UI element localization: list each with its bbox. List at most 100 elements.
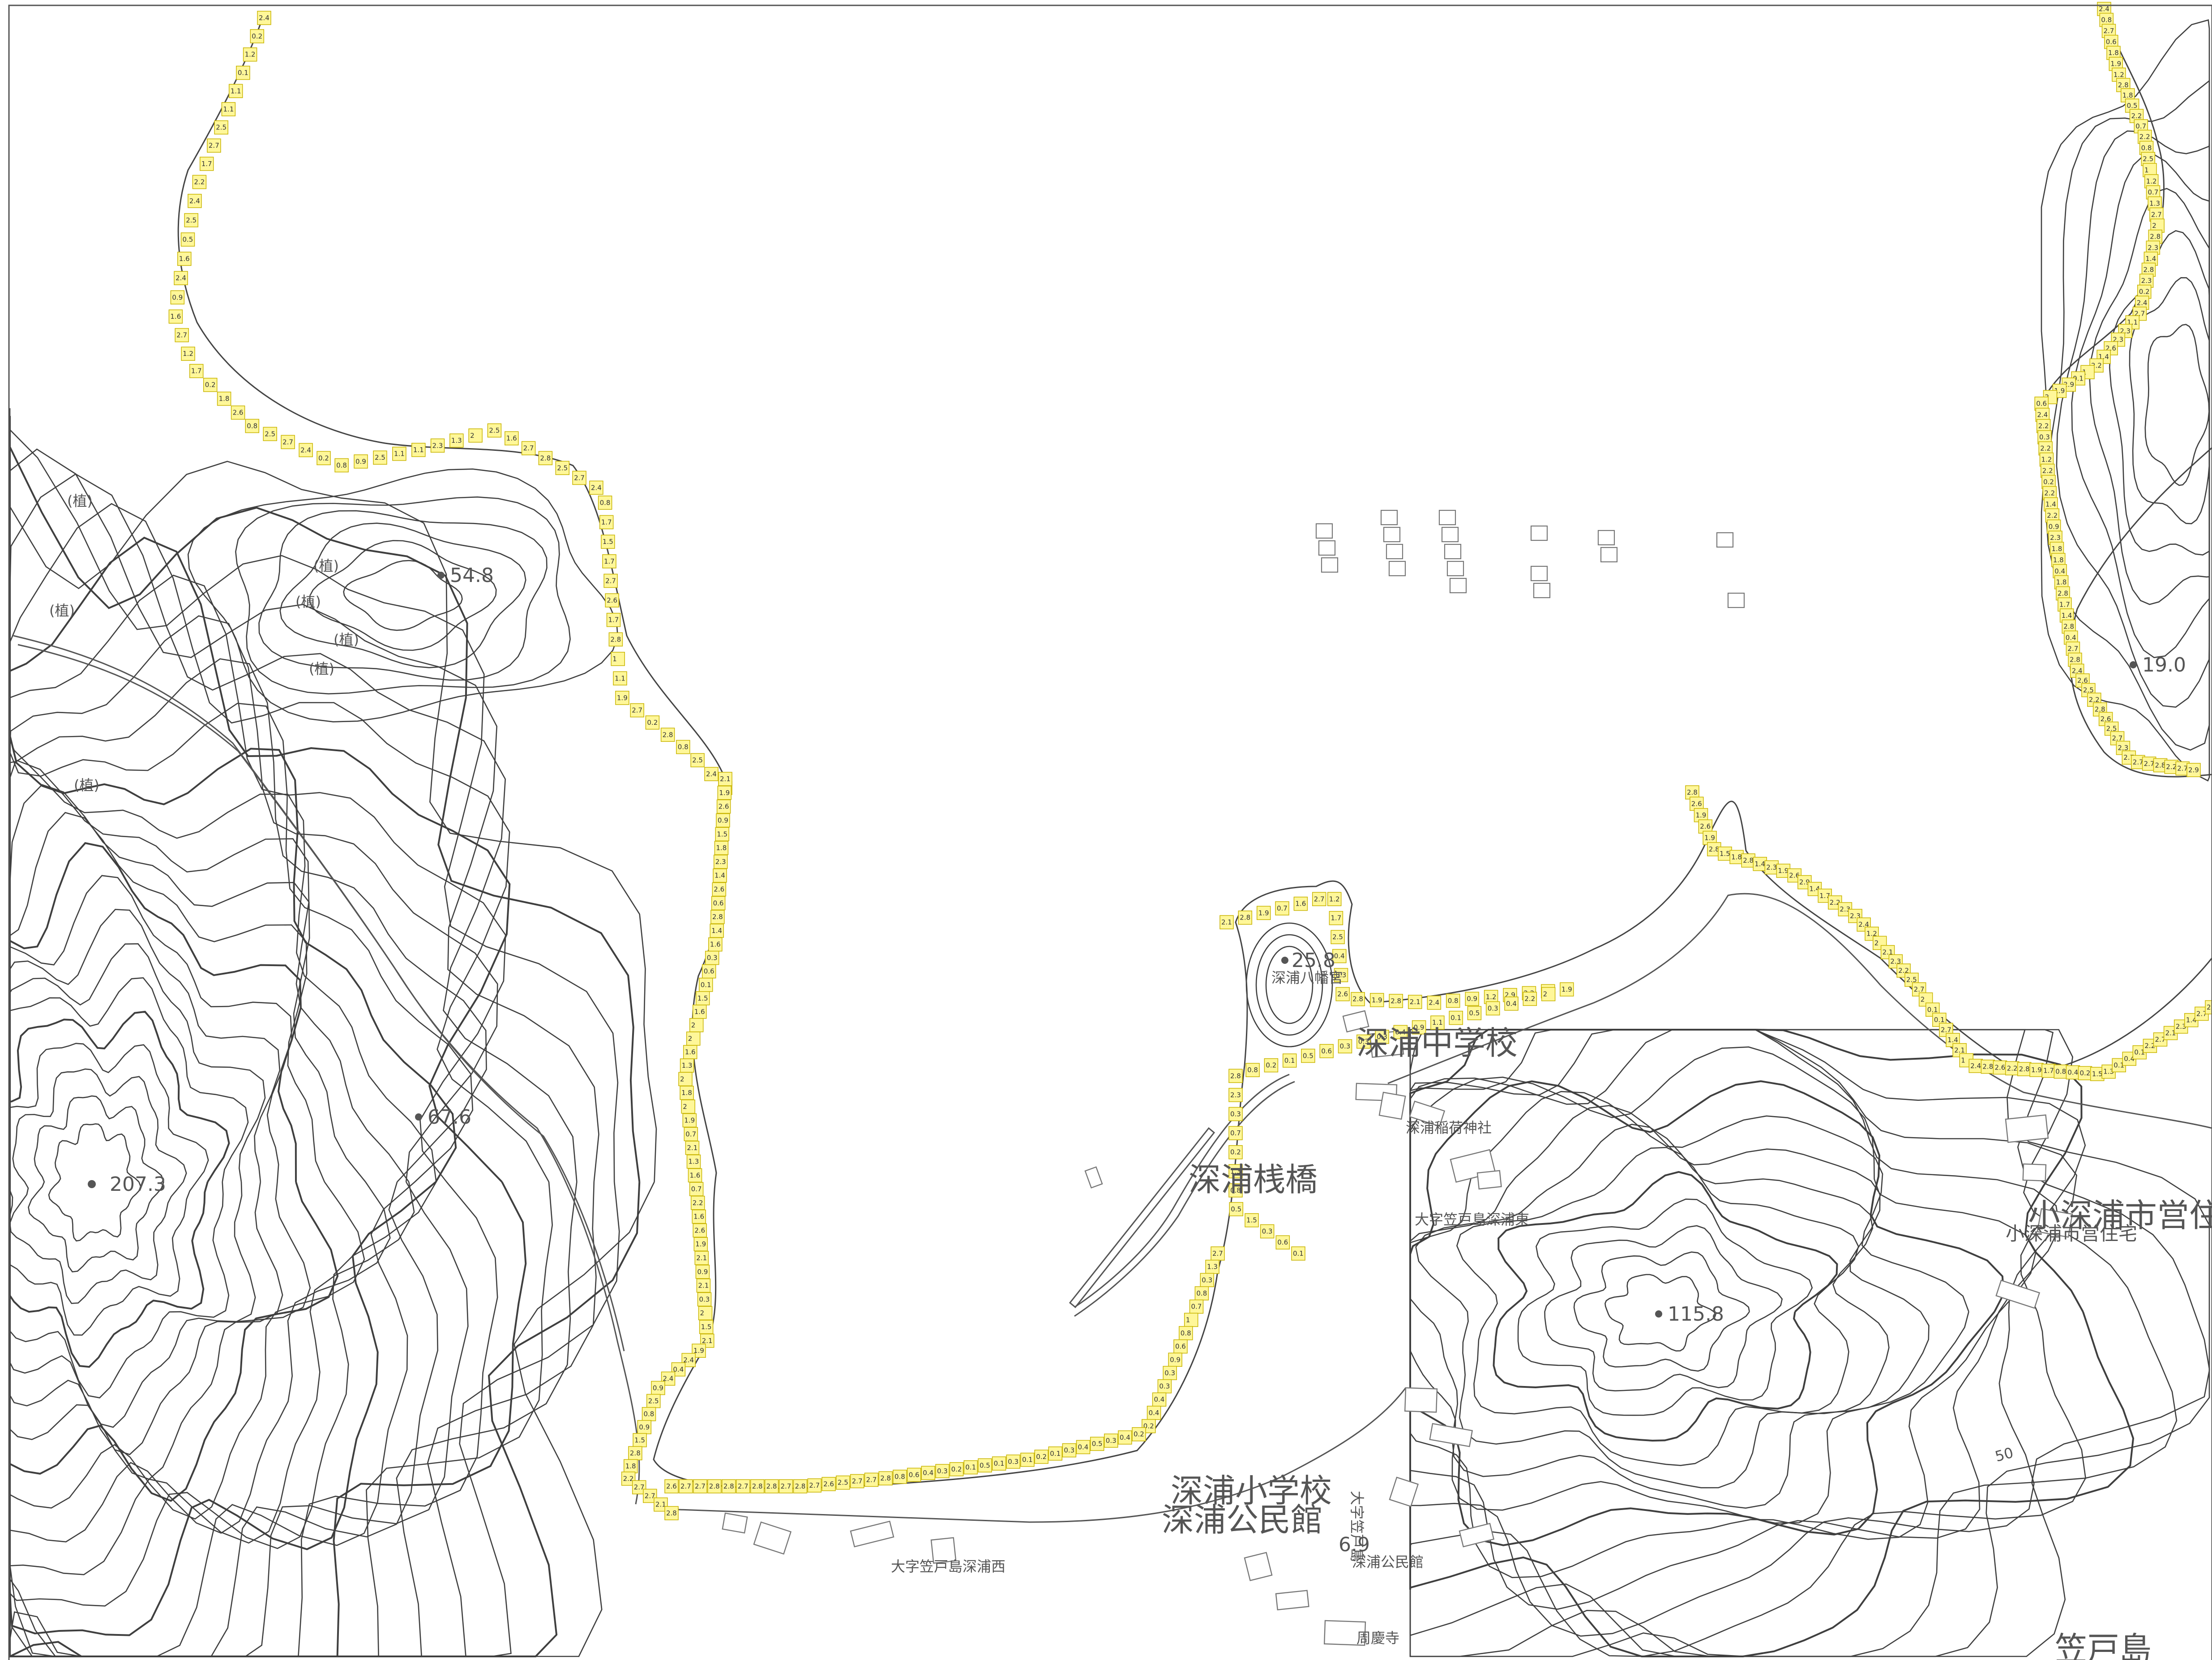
- label-fukaura-inari-shrine: 深浦稲荷神社: [1406, 1119, 1492, 1136]
- depth-value: 1.8: [681, 1089, 692, 1097]
- depth-value: 0.1: [2114, 1061, 2124, 1069]
- depth-cell: 0.5: [978, 1458, 992, 1473]
- contour-lines: [9, 19, 2210, 1658]
- depth-cell: 0.6: [1173, 1339, 1188, 1354]
- depth-value: 2.7: [2133, 758, 2144, 766]
- depth-value: 2.8: [709, 1482, 720, 1490]
- depth-cell: 1.6: [177, 252, 192, 266]
- depth-cell: 0.4: [1393, 1025, 1408, 1040]
- depth-value: 2.7: [1212, 1249, 1223, 1258]
- depth-cell: 1.8: [714, 841, 729, 855]
- depth-value: 2.2: [2089, 696, 2100, 704]
- depth-cell: 0.6: [711, 896, 726, 911]
- depth-cell: 2.7: [2175, 761, 2190, 776]
- depth-value: 0.2: [318, 454, 329, 462]
- depth-value: 2.5: [1906, 976, 1917, 984]
- depth-value: 2.3: [432, 441, 443, 449]
- depth-cell: 1.1: [392, 446, 406, 461]
- depth-cell: 0.6: [907, 1467, 921, 1482]
- depth-value: 0.8: [1448, 997, 1459, 1005]
- depth-value: 2.5: [692, 756, 703, 764]
- depth-cell: 0.9: [1465, 992, 1479, 1006]
- depth-value: 1.2: [1866, 930, 1877, 938]
- depth-cell: 1.9: [682, 1113, 697, 1128]
- depth-cell: 0.3: [1228, 1107, 1243, 1121]
- depth-value: 2.8: [666, 1509, 677, 1517]
- depth-cell: 1.1: [1430, 1015, 1445, 1030]
- depth-value: 0.6: [704, 967, 715, 975]
- depth-cell: 2.8: [710, 910, 725, 924]
- depth-value: 2.8: [1230, 1072, 1241, 1080]
- depth-value: 2.7: [634, 1483, 645, 1491]
- depth-cell: 0.3: [1375, 1030, 1389, 1044]
- depth-cell: 0.8: [1446, 993, 1460, 1008]
- depth-cell: 0.2: [317, 451, 331, 466]
- depth-cell: 1.8: [2120, 88, 2135, 103]
- depth-value: 1.6: [170, 312, 181, 321]
- depth-value: 2.4: [259, 14, 270, 22]
- depth-value: 0.3: [1106, 1437, 1117, 1445]
- depth-value: 2: [1874, 939, 1879, 947]
- depth-value: 0.5: [980, 1461, 990, 1469]
- depth-cell: 0.3: [1006, 1455, 1021, 1469]
- depth-value: 1.2: [2041, 456, 2052, 464]
- depth-cell: 2.6: [1787, 868, 1802, 883]
- depth-value: 0.1: [1022, 1456, 1033, 1464]
- label-temple: 周慶寺: [1356, 1630, 1399, 1647]
- depth-cell: 2.1: [1952, 1043, 1967, 1057]
- contour-label-50: 50: [1993, 1444, 2015, 1465]
- depth-cell: 0.4: [1147, 1406, 1161, 1420]
- depth-cell: 2.8: [1228, 1069, 1243, 1083]
- depth-value: 0.1: [1450, 1014, 1461, 1022]
- depth-cell: 1.9: [717, 786, 732, 800]
- depth-value: 0.4: [2066, 633, 2076, 642]
- depth-cell: 2.6: [664, 1479, 679, 1493]
- depth-cell: 0.3: [1356, 1034, 1371, 1049]
- depth-value: 2.1: [655, 1501, 666, 1509]
- depth-cell: 0.6: [702, 964, 716, 979]
- depth-value: 1.8: [1731, 853, 1742, 861]
- depth-cell: 1.9: [1560, 982, 1574, 997]
- depth-value: 1.4: [715, 872, 725, 880]
- depth-value: 0.2: [2139, 288, 2150, 296]
- depth-value: 2.7: [695, 1482, 706, 1490]
- depth-cell: 1.1: [228, 84, 243, 98]
- depth-cell: 0.2: [250, 29, 265, 43]
- depth-value: 2.1: [698, 1282, 709, 1290]
- depth-cell: 2.8: [2141, 262, 2156, 277]
- depth-cell: 1: [611, 652, 625, 666]
- depth-cell: 0.8: [1228, 1183, 1243, 1198]
- elevation-115-8: 115.8: [1668, 1303, 1724, 1326]
- depth-value: 2.8: [2118, 81, 2129, 89]
- depth-value: 0.9: [172, 293, 183, 301]
- depth-cell: 0.1: [1282, 1053, 1297, 1068]
- depth-value: 0.9: [355, 458, 366, 466]
- depth-value: 2.4: [189, 197, 200, 205]
- depth-value: 2.4: [706, 770, 717, 778]
- depth-value: 0.9: [1414, 1023, 1425, 1031]
- depth-value: 1.1: [231, 87, 241, 95]
- depth-cell: 0.4: [1152, 1392, 1167, 1407]
- depth-value: 1.9: [1704, 834, 1715, 842]
- depth-value: 2.8: [540, 454, 551, 462]
- depth-cell: 0.9: [651, 1381, 665, 1395]
- depth-value: 1.2: [2114, 71, 2124, 79]
- depth-cell: 2.4: [704, 767, 719, 781]
- depth-cell: 1.5: [633, 1433, 647, 1447]
- depth-value: 2.8: [2155, 761, 2166, 769]
- label-oaza-fukaura-east: 大字笠戸島深浦東: [1415, 1211, 1529, 1228]
- depth-value: 2.7: [2177, 765, 2188, 773]
- depth-value: 2.8: [1352, 995, 1363, 1003]
- depth-cell: 0.3: [1104, 1433, 1118, 1448]
- depth-value: 2.7: [605, 577, 616, 585]
- depth-cell: 2.5: [836, 1475, 850, 1490]
- depth-cell: 2.5: [555, 461, 570, 475]
- depth-value: 2.4: [300, 446, 311, 454]
- depth-cell: 1.1: [411, 443, 426, 457]
- depth-value: 2.6: [2101, 715, 2111, 723]
- depth-cell: 1.7: [1329, 911, 1343, 925]
- depth-cell: 0.3: [1062, 1443, 1077, 1458]
- depth-value: 2.8: [2095, 706, 2105, 714]
- depth-value: 2.2: [2131, 112, 2142, 120]
